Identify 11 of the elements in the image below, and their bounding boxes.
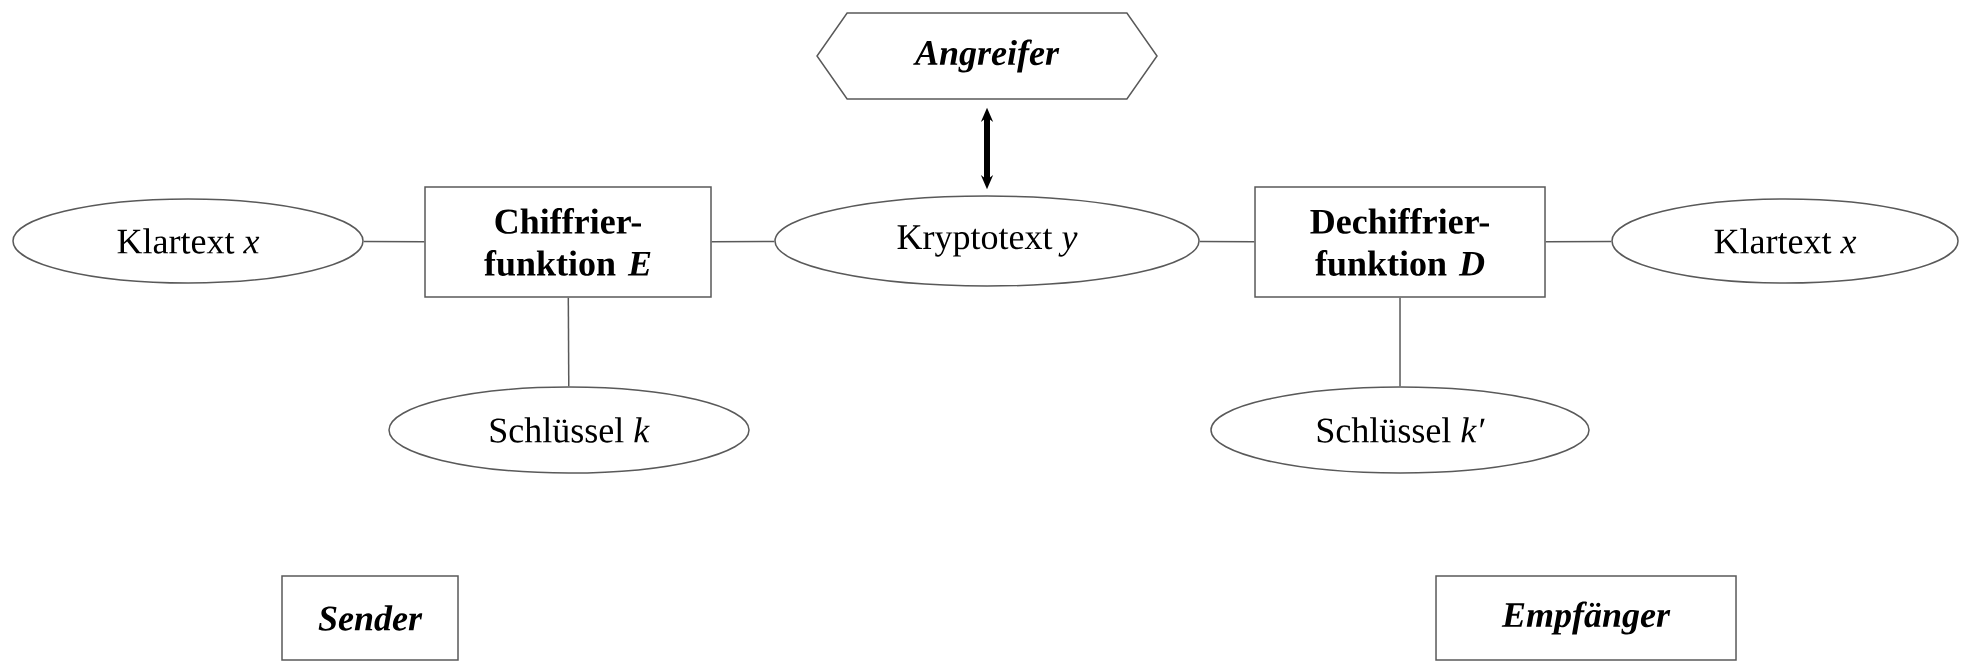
connector-line xyxy=(1545,240,1613,243)
party-box: Sender xyxy=(281,575,459,661)
function-box: Chiffrier- funktion E xyxy=(424,186,712,298)
connector-line xyxy=(363,240,425,243)
connector-line xyxy=(1399,297,1401,387)
connector-line xyxy=(1199,240,1255,243)
function-box: Dechiffrier- funktion D xyxy=(1254,186,1546,298)
connector-line xyxy=(567,297,570,387)
party-box: Empfänger xyxy=(1435,575,1737,661)
connector-line xyxy=(711,240,776,243)
attacker-hexagon: Angreifer xyxy=(816,12,1158,100)
